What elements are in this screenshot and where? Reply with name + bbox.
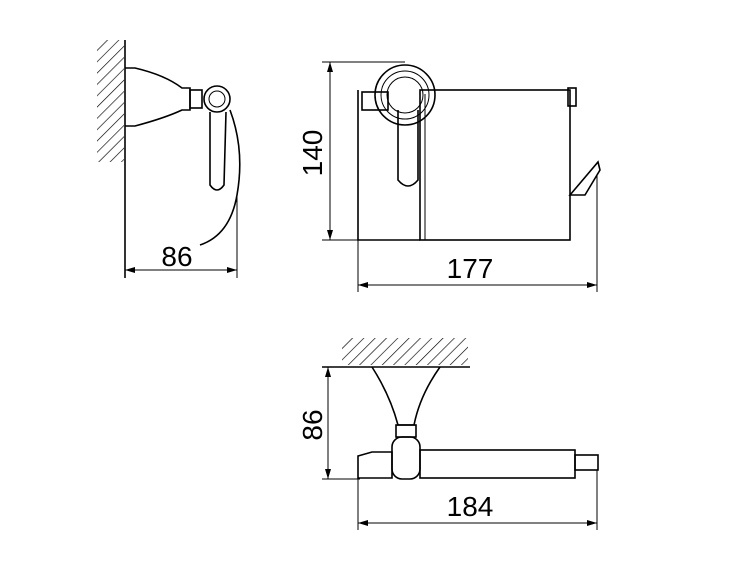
knob	[391, 436, 421, 480]
paper-cover	[419, 89, 571, 241]
dimension-label-86: 86	[161, 241, 192, 272]
ceiling-hatch	[342, 338, 468, 365]
arm	[397, 110, 419, 187]
cover-tip	[567, 87, 577, 107]
arm	[209, 111, 227, 191]
rosette	[374, 64, 436, 126]
paper-curve	[199, 109, 241, 246]
end-cap	[357, 451, 393, 479]
dimension-label-140: 140	[297, 130, 328, 177]
bracket	[371, 366, 441, 426]
roller-tube	[419, 449, 576, 479]
dimension-label-184: 184	[447, 491, 494, 522]
roller-pin	[574, 454, 599, 471]
bracket	[125, 67, 191, 127]
bracket-neck	[395, 424, 417, 438]
top-view: 86 184	[297, 338, 599, 530]
front-view: 140 177	[297, 61, 601, 292]
arm-mount	[361, 91, 389, 111]
side-view: 86	[97, 40, 241, 278]
dimension-label-177: 177	[447, 253, 494, 284]
ring	[203, 85, 231, 113]
paper-flap	[568, 160, 601, 196]
dimension-label-86: 86	[297, 409, 328, 440]
wall-hatch	[97, 40, 124, 162]
bracket-neck	[189, 89, 203, 109]
